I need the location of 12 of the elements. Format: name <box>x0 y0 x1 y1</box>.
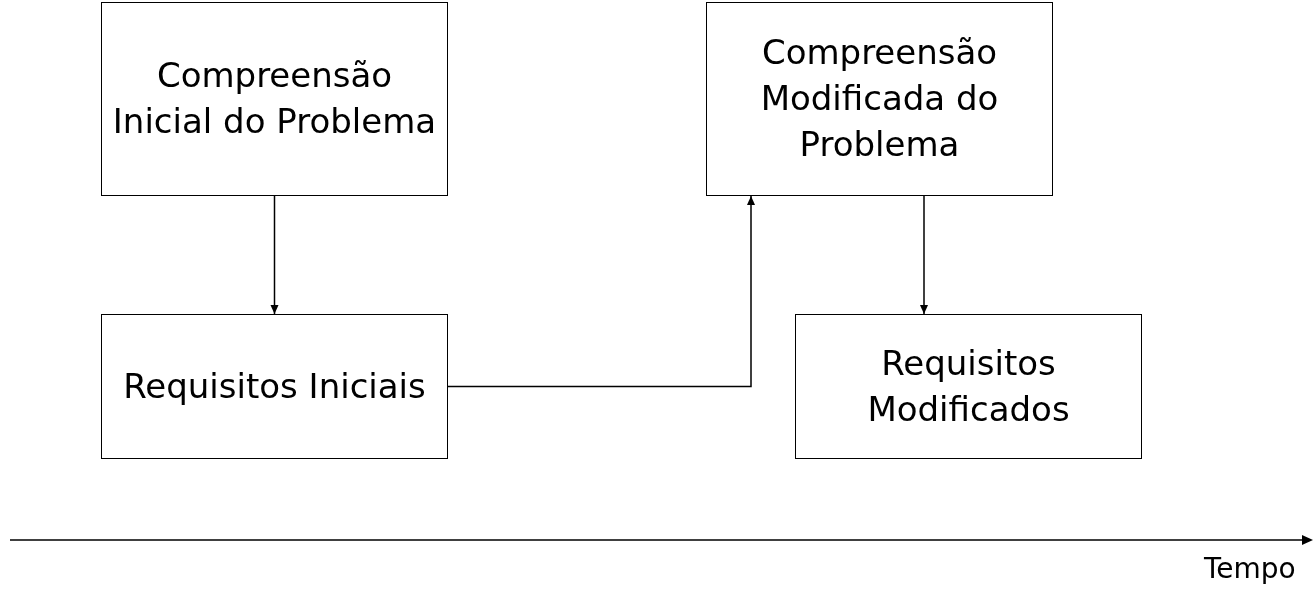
process-box <box>706 2 1053 196</box>
box-text: Compreensão Modificada do Problema <box>759 31 1000 166</box>
axis-label: Tempo <box>1204 552 1296 585</box>
box-text: Compreensão Inicial do Problema <box>111 54 438 143</box>
arrow <box>920 195 928 315</box>
arrow <box>447 195 755 388</box>
arrow <box>270 195 279 315</box>
box-text: Requisitos Modificados <box>866 341 1071 431</box>
process-box <box>101 2 448 196</box>
process-box <box>795 314 1142 459</box>
box-text: Requisitos Iniciais <box>122 364 427 408</box>
process-box <box>101 314 448 459</box>
